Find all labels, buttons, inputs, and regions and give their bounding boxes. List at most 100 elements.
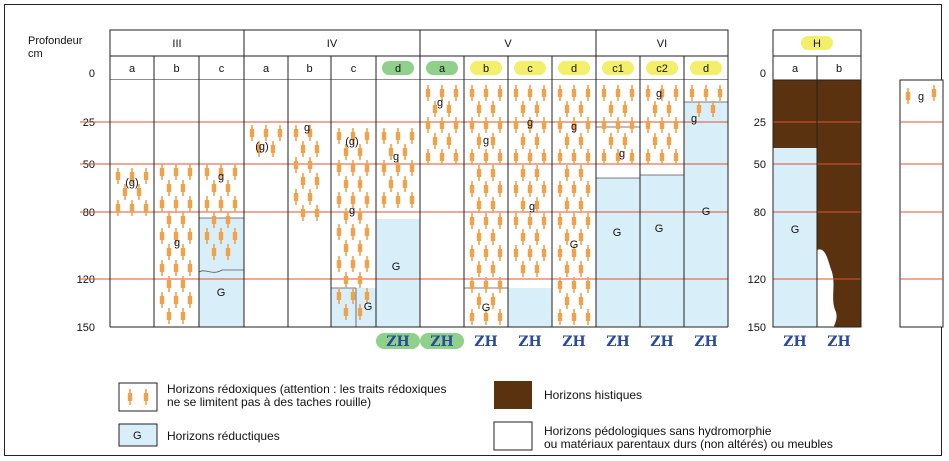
reductic-mark-G: G: [702, 206, 711, 218]
sub-column-label: b: [173, 63, 179, 75]
reductic-region: [508, 288, 552, 327]
reductic-mark-G: G: [613, 227, 622, 239]
legend-redox-line1: Horizons rédoxiques (attention : les tra…: [167, 382, 447, 396]
zh-pill: [420, 333, 464, 349]
reductic-region: [684, 102, 728, 327]
sub-column-label: c: [527, 63, 533, 75]
zh-label: ZH: [430, 334, 453, 350]
reductic-mark-G: G: [570, 239, 579, 251]
sub-header-cell: [243, 55, 289, 81]
sub-header-pill: [558, 61, 590, 75]
reductic-mark-G: G: [217, 287, 226, 299]
depth-tick-label: 150: [77, 322, 95, 334]
histic-class-label: H: [813, 38, 821, 50]
reductic-region: [773, 148, 817, 327]
sub-column-label: a: [439, 63, 446, 75]
histic-region: [773, 80, 817, 148]
reductic-mark-G: G: [392, 261, 401, 273]
sub-column-label: b: [836, 63, 842, 75]
sub-column-label: a: [792, 63, 799, 75]
zh-label: ZH: [606, 334, 629, 350]
reductic-mark-G: G: [364, 301, 373, 313]
zh-label: ZH: [650, 334, 673, 350]
depth-tick-label: 80: [83, 207, 95, 219]
sub-column-label: a: [129, 63, 136, 75]
sub-column-label: c2: [656, 63, 668, 75]
redox-mark-g-paren: (g): [345, 136, 358, 148]
redox-mark-g: g: [529, 201, 535, 213]
redox-mark-g: g: [218, 171, 224, 183]
sub-header-pill: [690, 61, 722, 75]
redox-mark-g: g: [349, 205, 355, 217]
reductic-mark-G: G: [655, 223, 664, 235]
redox-mark-g: g: [656, 88, 662, 100]
legend-reductic: Horizons réductiques: [167, 429, 280, 443]
redox-mark-g: g: [691, 113, 697, 125]
depth-axis-title: Profondeur: [28, 35, 83, 47]
depth-tick-label: 0: [760, 68, 766, 80]
sub-column-label: b: [483, 63, 489, 75]
redox-mark-g: g: [483, 135, 489, 147]
sub-header-pill: [646, 61, 678, 75]
reductic-mark-G: G: [791, 224, 800, 236]
zh-label: ZH: [386, 334, 409, 350]
redox-mark-g: g: [918, 91, 924, 103]
depth-tick-label: 120: [748, 274, 766, 286]
zh-label: ZH: [783, 334, 806, 350]
reductic-mark-G: G: [482, 302, 491, 314]
histic-header-pill: [801, 36, 833, 50]
plain-region: [817, 249, 837, 327]
legend-histic: Horizons histiques: [544, 388, 643, 402]
legend-swatch-reductic-G: G: [133, 430, 142, 442]
right-example-box: g: [899, 79, 944, 328]
legend-redox-line2: ne se limitent pas à des taches rouille): [167, 395, 372, 409]
redox-mark-g: g: [571, 121, 577, 133]
class-label: VI: [657, 38, 667, 50]
depth-tick-label: 120: [77, 274, 95, 286]
class-label: III: [172, 38, 181, 50]
depth-ticks-histic: 0 25 50 80 120 150: [748, 68, 766, 334]
redox-mark-g: g: [619, 148, 625, 160]
sub-header-cell: [287, 55, 332, 81]
class-header-cell: [595, 29, 729, 57]
depth-tick-label: 80: [754, 207, 766, 219]
sub-column-label: d: [703, 63, 709, 75]
class-label: V: [504, 38, 512, 50]
zh-label: ZH: [474, 334, 497, 350]
depth-tick-label: 150: [748, 322, 766, 334]
depth-tick-label: 50: [83, 159, 95, 171]
reductic-edge: [198, 269, 244, 273]
redox-mark-g-paren: (g): [125, 177, 138, 189]
sub-column-label: a: [263, 63, 270, 75]
class-label: IV: [327, 38, 338, 50]
reductic-region: [640, 175, 684, 327]
sub-column-label: c: [219, 63, 225, 75]
legend: G: [118, 381, 533, 451]
redox-mark-g: g: [527, 117, 533, 129]
depth-tick-label: 50: [754, 159, 766, 171]
sub-header-pill: [602, 61, 634, 75]
sub-column-label: b: [306, 63, 312, 75]
histic-profile-block: Ha bG: [772, 29, 862, 328]
legend-swatch-histic: [494, 381, 532, 409]
depth-tick-label: 0: [89, 68, 95, 80]
depth-tick-label: 25: [754, 117, 766, 129]
redox-mark-g: g: [174, 237, 180, 249]
redox-mark-g-paren: (g): [255, 141, 268, 153]
zh-label: ZH: [518, 334, 541, 350]
redox-mark-g: g: [304, 122, 310, 134]
sub-header-cell: [198, 55, 245, 81]
depth-axis-unit: cm: [28, 48, 43, 60]
reductic-region: [376, 219, 420, 327]
zh-pill: [376, 333, 420, 349]
sub-column-label: d: [395, 63, 401, 75]
zh-label: ZH: [562, 334, 585, 350]
sub-column-label: c1: [612, 63, 624, 75]
legend-swatch-plain: [493, 421, 533, 451]
redox-mark-g: g: [437, 97, 443, 109]
sub-header-pill: [470, 61, 502, 75]
